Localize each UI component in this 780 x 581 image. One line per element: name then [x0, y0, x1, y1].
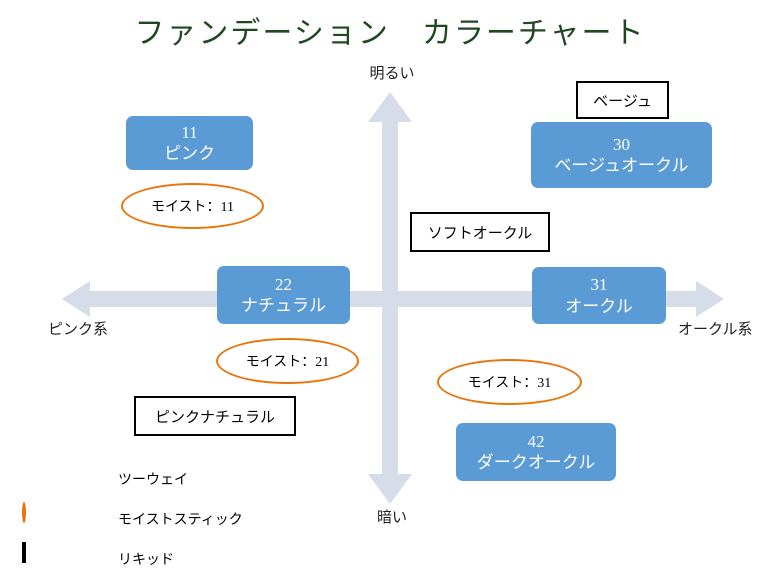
twoway-code: 30: [613, 134, 630, 154]
axis-label-bright: 明るい: [369, 66, 415, 82]
twoway-name: ダークオークル: [476, 453, 596, 472]
legend-item-moist-stick: モイストスティック: [22, 502, 243, 536]
twoway-box-22[interactable]: 22 ナチュラル: [217, 266, 350, 324]
twoway-box-30[interactable]: 30 ベージュオークル: [531, 122, 712, 188]
legend-swatch-moist-icon: [22, 502, 96, 534]
legend-item-liquid: リキッド: [22, 542, 243, 576]
moist-ellipse-21[interactable]: モイスト：21: [216, 338, 359, 384]
axis-label-ochre: オークル系: [678, 322, 753, 338]
moist-ellipse-11[interactable]: モイスト：11: [121, 183, 264, 229]
liquid-label: ソフトオークル: [427, 225, 533, 242]
legend: ツーウェイ モイストスティック リキッド: [22, 462, 243, 581]
twoway-name: ピンク: [164, 144, 215, 163]
twoway-box-11[interactable]: 11 ピンク: [126, 116, 253, 170]
twoway-name: ナチュラル: [241, 296, 326, 315]
legend-swatch-twoway-icon: [22, 464, 96, 494]
liquid-box-pink-natural[interactable]: ピンクナチュラル: [134, 396, 296, 436]
twoway-code: 42: [527, 431, 545, 451]
twoway-code: 31: [590, 275, 608, 295]
axis-label-pink: ピンク系: [48, 322, 109, 338]
moist-ellipse-31[interactable]: モイスト：31: [437, 359, 582, 405]
twoway-code: 11: [181, 122, 198, 142]
twoway-code: 22: [275, 274, 292, 294]
twoway-box-31[interactable]: 31 オークル: [532, 267, 666, 324]
legend-label: ツーウェイ: [118, 473, 188, 488]
moist-label: モイスト：31: [467, 376, 552, 391]
moist-label: モイスト：11: [150, 200, 235, 215]
moist-label: モイスト：21: [245, 355, 330, 370]
legend-swatch-liquid-icon: [22, 542, 96, 574]
page-title: ファンデーション カラーチャート: [134, 17, 646, 50]
twoway-box-42[interactable]: 42 ダークオークル: [456, 423, 616, 481]
liquid-box-soft-ochre[interactable]: ソフトオークル: [410, 212, 550, 252]
legend-label: リキッド: [118, 553, 174, 568]
liquid-label: ベージュ: [593, 93, 652, 110]
twoway-name: オークル: [565, 296, 633, 316]
liquid-box-beige[interactable]: ベージュ: [576, 81, 669, 119]
legend-label: モイストスティック: [118, 513, 243, 528]
liquid-label: ピンクナチュラル: [154, 409, 275, 426]
axis-label-dark: 暗い: [376, 510, 407, 526]
legend-item-twoway: ツーウェイ: [22, 462, 243, 496]
twoway-name: ベージュオークル: [554, 156, 689, 175]
horizontal-axis-arrow: [62, 278, 724, 320]
